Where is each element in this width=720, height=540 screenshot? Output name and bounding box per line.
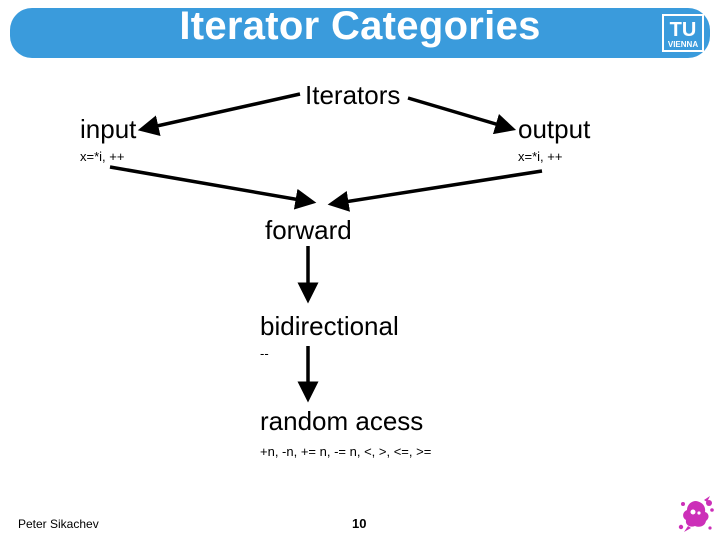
node-input: input: [80, 114, 137, 144]
tu-vienna-logo: TU VIENNA: [662, 14, 704, 52]
edge-input-forward: [109, 165, 317, 210]
vienna-logo-text: VIENNA: [668, 40, 698, 49]
tu-logo-text: TU: [670, 19, 697, 41]
page-number: 10: [352, 516, 367, 531]
node-output-ops: x=*i, ++: [518, 149, 563, 164]
edge-output-forward: [327, 169, 543, 212]
node-output: output: [518, 114, 591, 144]
node-random-access-ops: +n, -n, += n, -= n, <, >, <=, >=: [260, 444, 432, 459]
node-forward: forward: [265, 215, 352, 245]
node-random-access: random acess: [260, 406, 424, 436]
edge-iterators-output: [407, 96, 517, 135]
node-iterators: Iterators: [305, 80, 401, 110]
node-bidirectional-ops: --: [260, 346, 269, 361]
footer-author: Peter Sikachev: [18, 517, 99, 531]
title-bar: [10, 8, 710, 58]
slide-title: Iterator Categories: [179, 4, 541, 48]
node-input-ops: x=*i, ++: [80, 149, 125, 164]
splat-logo-icon: [678, 496, 714, 532]
node-bidirectional: bidirectional: [260, 311, 399, 341]
edge-iterators-input: [137, 92, 301, 136]
